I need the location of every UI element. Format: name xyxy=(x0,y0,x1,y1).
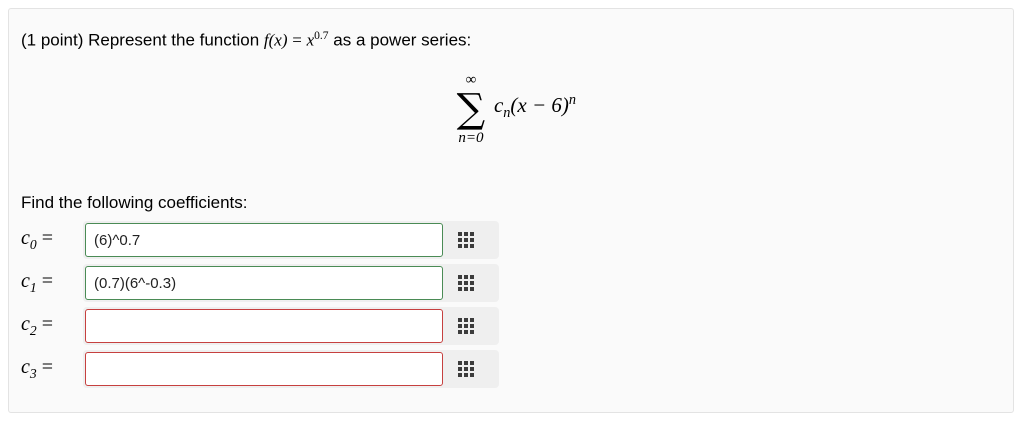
term-power: n xyxy=(568,91,577,108)
answer-field-group-0 xyxy=(83,221,499,259)
coefficient-equals-3: = xyxy=(41,356,53,378)
summation-operator: ∞ ∑ n=0 xyxy=(448,71,494,147)
coefficient-subscript-2: 2 xyxy=(29,323,37,338)
coefficient-subscript-0: 0 xyxy=(29,237,37,252)
coefficient-subscript-1: 1 xyxy=(29,280,37,295)
summation-lower-limit: n=0 xyxy=(458,130,484,146)
answer-input-c1[interactable] xyxy=(85,266,443,300)
grid-dots-icon-2[interactable] xyxy=(443,307,489,345)
summation-sign: ∑ xyxy=(456,86,486,132)
answer-field-group-3 xyxy=(83,350,499,388)
term-coefficient: c xyxy=(493,92,504,117)
term-body: (x − 6) xyxy=(510,92,569,117)
grid-dots-icon-1[interactable] xyxy=(443,264,489,302)
coefficient-subscript-3: 3 xyxy=(29,366,37,381)
coefficient-equals-0: = xyxy=(41,227,53,249)
problem-panel: (1 point) Represent the function f(x) = … xyxy=(8,8,1014,413)
coefficient-label-0: c0 = xyxy=(21,227,53,252)
answer-input-c0[interactable] xyxy=(85,223,443,257)
function-base: x xyxy=(306,30,315,50)
grid-dots-icon xyxy=(458,232,474,248)
coefficient-label-1: c1 = xyxy=(21,270,53,295)
problem-statement: (1 point) Represent the function f(x) = … xyxy=(21,29,471,51)
coefficient-equals-2: = xyxy=(41,313,53,335)
answer-input-c3[interactable] xyxy=(85,352,443,386)
summation-upper-limit: ∞ xyxy=(465,72,477,88)
term-index: n xyxy=(503,105,511,122)
power-series-formula: ∞ ∑ n=0 cn(x − 6)n xyxy=(9,71,1015,147)
answer-input-c2[interactable] xyxy=(85,309,443,343)
find-coefficients-label: Find the following coefficients: xyxy=(21,193,248,212)
function-exponent: 0.7 xyxy=(314,29,329,42)
coefficient-equals-1: = xyxy=(41,270,53,292)
equals-sign: = xyxy=(292,30,302,50)
grid-dots-icon-0[interactable] xyxy=(443,221,489,259)
summation-term: cn(x − 6)n xyxy=(494,92,576,122)
grid-dots-icon xyxy=(458,361,474,377)
coefficient-label-2: c2 = xyxy=(21,313,53,338)
answer-field-group-2 xyxy=(83,307,499,345)
grid-dots-icon xyxy=(458,275,474,291)
grid-dots-icon xyxy=(458,318,474,334)
answer-field-group-1 xyxy=(83,264,499,302)
coefficient-label-3: c3 = xyxy=(21,356,53,381)
grid-dots-icon-3[interactable] xyxy=(443,350,489,388)
statement-prefix: Represent the function xyxy=(88,30,260,50)
function-name: f xyxy=(263,30,269,50)
points-label: (1 point) xyxy=(21,30,84,50)
statement-suffix: as a power series: xyxy=(333,30,472,50)
function-variable: (x) xyxy=(268,30,288,50)
